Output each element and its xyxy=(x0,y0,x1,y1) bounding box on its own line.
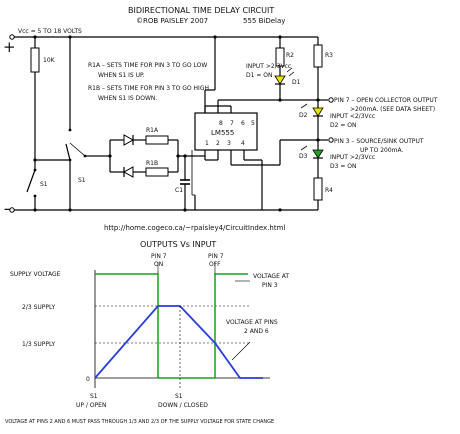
resistor-r1b-label: R1B xyxy=(146,160,158,167)
pin7-note-line1: PIN 7 – OPEN COLLECTOR OUTPUT xyxy=(334,97,438,104)
plus-terminal-label: + xyxy=(3,38,16,56)
led-d1 xyxy=(274,75,286,85)
minus-terminal-label: − xyxy=(3,200,16,218)
ic-pin-7: 7 xyxy=(230,120,234,127)
pins26-voltage-trace xyxy=(94,305,263,379)
r2-d1-branch xyxy=(235,37,318,102)
y-label-two-thirds: 2/3 SUPPLY xyxy=(22,304,56,311)
r1b-note-line1: R1B – SETS TIME FOR PIN 3 TO GO HIGH xyxy=(88,85,209,92)
ic-pin-8: 8 xyxy=(219,120,223,127)
ic-name: LM555 xyxy=(211,129,234,137)
vcc-label: Vcc = 5 TO 18 VOLTS xyxy=(18,28,82,35)
d2-note-line2: D2 = ON xyxy=(330,122,357,129)
ic-pin-3: 3 xyxy=(227,140,231,147)
resistor-r3-label: R3 xyxy=(325,52,333,59)
legend-pins26-line2: 2 AND 6 xyxy=(244,328,269,335)
s1-up-label-1: S1 xyxy=(90,393,98,400)
resistor-r4-label: R4 xyxy=(325,187,333,194)
r1a-note-line2: WHEN S1 IS UP. xyxy=(98,72,145,79)
supply-rails xyxy=(9,34,318,213)
resistor-r1a-label: R1A xyxy=(146,127,159,134)
led-d3 xyxy=(312,149,324,159)
led-d3-label: D3 xyxy=(299,153,308,160)
diode-r1b xyxy=(122,166,134,178)
r1b-note-line2: WHEN S1 IS DOWN. xyxy=(98,95,157,102)
ic-pin-5: 5 xyxy=(251,120,255,127)
ic-pin-4: 4 xyxy=(241,140,245,147)
d2-note-line1: INPUT <2/3Vcc xyxy=(330,113,375,120)
source-url: http://home.cogeco.ca/~rpaisley4/Circuit… xyxy=(104,224,285,232)
switch-s1-lever xyxy=(26,169,36,193)
legend-pin3-line2: PIN 3 xyxy=(262,282,278,289)
diagram-author: ©ROB PAISLEY 2007 xyxy=(136,17,208,25)
y-label-one-third: 1/3 SUPPLY xyxy=(22,341,56,348)
resistor-r4 xyxy=(313,177,323,201)
resistor-10k xyxy=(30,47,40,73)
led-d2-label: D2 xyxy=(299,112,308,119)
lm555-chip xyxy=(191,37,280,210)
y-label-supply: SUPPLY VOLTAGE xyxy=(10,271,61,278)
pin7-note-line2: >200mA. (SEE DATA SHEET) xyxy=(350,106,435,113)
diagram-subtitle: 555 BiDelay xyxy=(243,17,285,25)
pin7-on-label-2: ON xyxy=(154,261,163,268)
graph-footer: VOLTAGE AT PINS 2 AND 6 MUST PASS THROUG… xyxy=(5,419,274,425)
d1-note-line2: D1 = ON xyxy=(246,72,273,79)
pin3-voltage-trace xyxy=(95,273,248,379)
output-led-column xyxy=(279,37,334,210)
resistor-r1a xyxy=(145,135,169,145)
capacitor-c1-label: C1 xyxy=(175,187,183,194)
resistor-r2-label: R2 xyxy=(286,52,294,59)
resistor-10k-label: 10K xyxy=(43,57,56,64)
resistor-r1b xyxy=(145,167,169,177)
y-label-zero: 0 xyxy=(86,376,90,383)
ic-pin-6: 6 xyxy=(241,120,245,127)
led-d2 xyxy=(312,107,324,117)
s1-down-label-1: S1 xyxy=(175,393,183,400)
ic-pin-2: 2 xyxy=(216,140,220,147)
pin7-off-label-1: PIN 7 xyxy=(208,253,224,260)
led-d1-label: D1 xyxy=(292,79,301,86)
switch-s1b-label: S1 xyxy=(78,177,86,184)
graph-title: OUTPUTS Vs INPUT xyxy=(140,240,216,249)
d3-note-line1: INPUT >2/3Vcc xyxy=(330,154,375,161)
d1-note-line1: INPUT >2/3Vcc xyxy=(246,63,291,70)
timing-network xyxy=(100,134,195,210)
s1-down-label-2: DOWN / CLOSED xyxy=(158,402,208,409)
d3-note-line2: D3 = ON xyxy=(330,163,357,170)
s1-up-label-2: UP / OPEN xyxy=(76,402,106,409)
pin7-on-label-1: PIN 7 xyxy=(151,253,167,260)
timing-graph xyxy=(94,262,270,388)
diagram-title: BIDIRECTIONAL TIME DELAY CIRCUIT xyxy=(128,6,274,15)
legend-pin3-line1: VOLTAGE AT xyxy=(253,273,289,280)
left-branch xyxy=(26,37,70,210)
pin7-off-label-2: OFF xyxy=(209,261,221,268)
legend-pins26-line1: VOLTAGE AT PINS xyxy=(226,319,278,326)
pin3-note-line2: UP TO 200mA. xyxy=(360,147,404,154)
pin3-note-line1: PIN 3 – SOURCE/SINK OUTPUT xyxy=(334,138,424,145)
diode-r1a xyxy=(123,134,135,146)
resistor-r3 xyxy=(313,44,323,68)
ic-pin-1: 1 xyxy=(205,140,209,147)
r1a-note-line1: R1A – SETS TIME FOR PIN 3 TO GO LOW xyxy=(88,62,207,69)
switch-s1-label: S1 xyxy=(40,181,48,188)
switch-s1-changeover xyxy=(65,37,100,210)
